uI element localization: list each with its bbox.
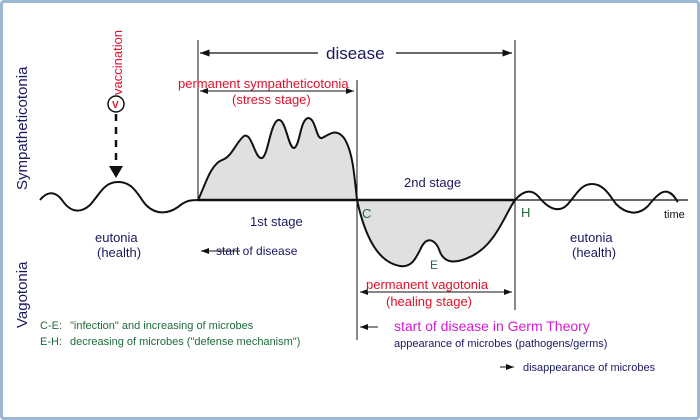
point-e-label: E bbox=[430, 258, 438, 272]
vagotonia-area bbox=[355, 199, 517, 268]
point-c-label: C bbox=[362, 206, 371, 221]
healing-stage-label: (healing stage) bbox=[386, 294, 472, 309]
sympatheticotonia-label: Sympatheticotonia bbox=[14, 66, 31, 190]
disappearance-label: disappearance of microbes bbox=[523, 362, 656, 374]
legend-ce-text: "infection" and increasing of microbes bbox=[70, 320, 254, 332]
legend-ce-key: C-E: bbox=[40, 320, 62, 332]
legend-eh-key: E-H: bbox=[40, 336, 62, 348]
stage-1-label: 1st stage bbox=[250, 214, 303, 229]
germ-theory-label: start of disease in Germ Theory bbox=[394, 318, 590, 334]
eutonia-left-label: eutonia bbox=[95, 230, 138, 245]
eutonia-right-label: eutonia bbox=[570, 230, 613, 245]
vaccination-symbol: V bbox=[112, 100, 119, 111]
eutonia-wave-left bbox=[39, 180, 199, 214]
stage-2-label: 2nd stage bbox=[404, 175, 461, 190]
disease-phase-diagram: Sympatheticotonia Vagotonia time V vacci… bbox=[14, 30, 688, 374]
sympathetic-area bbox=[196, 116, 359, 201]
time-axis-label: time bbox=[664, 209, 685, 221]
vaccination-icon bbox=[107, 95, 125, 113]
health-right-label: (health) bbox=[572, 245, 616, 260]
vaccination-label: vaccination bbox=[110, 30, 125, 95]
appearance-label: appearance of microbes (pathogens/germs) bbox=[394, 338, 607, 350]
start-of-disease-label: start of disease bbox=[216, 244, 298, 258]
health-left-label: (health) bbox=[97, 245, 141, 260]
disease-label: disease bbox=[326, 44, 385, 63]
sympathetic-phase-label: permanent sympatheticotonia bbox=[178, 76, 349, 91]
point-h-label: H bbox=[521, 205, 530, 220]
legend-eh-text: decreasing of microbes ("defense mechani… bbox=[70, 336, 300, 348]
stress-stage-label: (stress stage) bbox=[232, 92, 311, 107]
vagotonia-label: Vagotonia bbox=[14, 261, 31, 328]
eutonia-wave-right bbox=[514, 182, 679, 214]
vagotonia-phase-label: permanent vagotonia bbox=[366, 277, 489, 292]
